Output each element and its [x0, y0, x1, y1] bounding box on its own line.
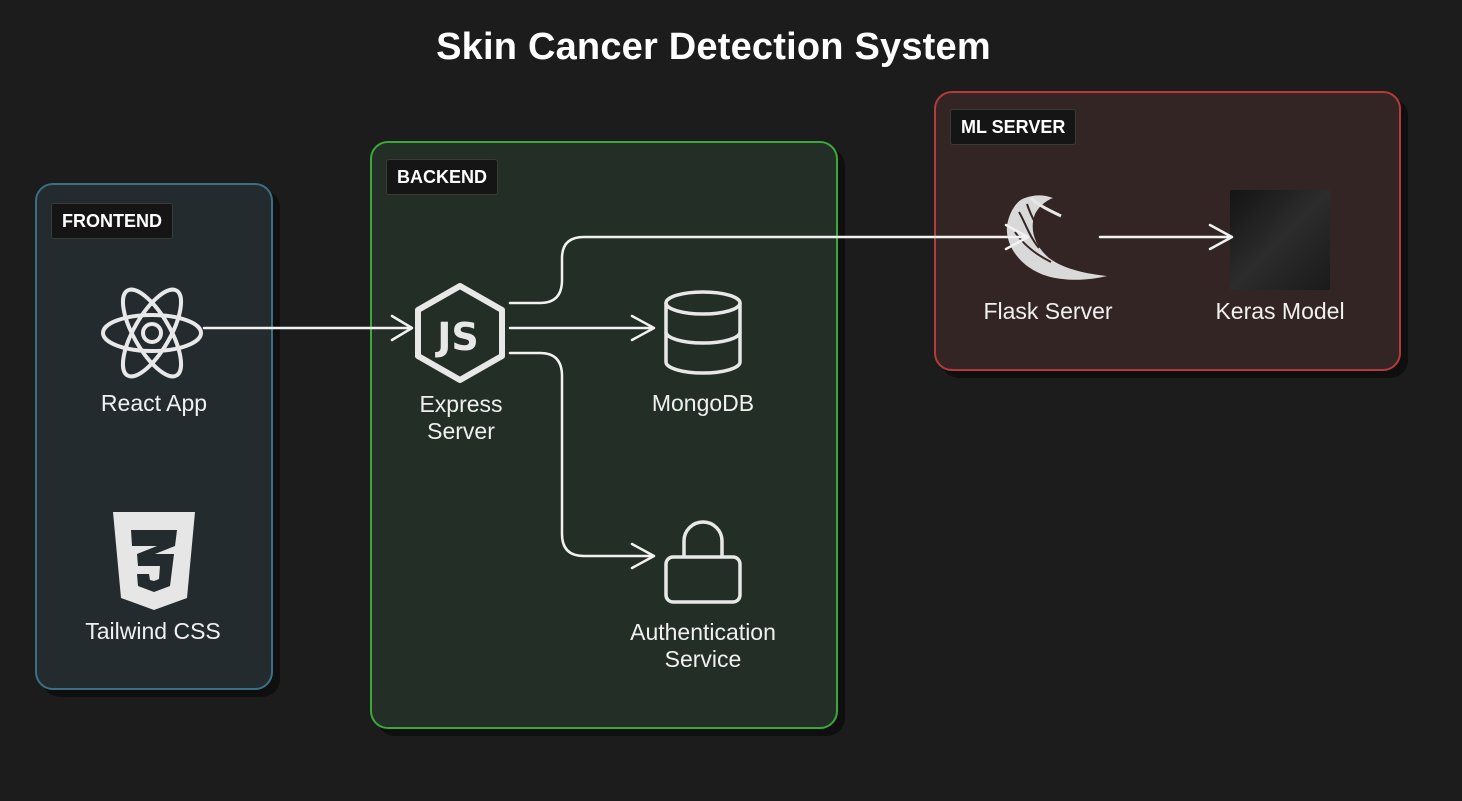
auth-service-label: Authentication Service [593, 619, 813, 673]
auth-label-line1: Authentication [630, 619, 776, 645]
edge-express-to-mongodb [508, 314, 656, 342]
tailwind-css-label: Tailwind CSS [85, 618, 221, 644]
lock-icon [664, 520, 742, 604]
mongodb-label: MongoDB [651, 390, 755, 416]
react-app-label: React App [100, 390, 208, 416]
react-icon [101, 287, 203, 379]
express-label-line1: Express [419, 391, 503, 417]
nodejs-icon: JS [415, 283, 505, 383]
database-icon [664, 290, 742, 375]
frontend-tag: FRONTEND [51, 203, 173, 239]
diagram-title: Skin Cancer Detection System [436, 26, 991, 68]
keras-model-label: Keras Model [1215, 298, 1345, 324]
css3-icon [113, 512, 195, 610]
edge-flask-to-keras [1098, 223, 1234, 251]
backend-group: BACKEND [370, 141, 838, 729]
edge-react-to-express [202, 314, 414, 342]
ml-server-tag: ML SERVER [950, 109, 1077, 145]
keras-icon [1230, 190, 1330, 290]
flask-icon [1006, 195, 1107, 280]
frontend-group: FRONTEND [35, 183, 273, 690]
express-label-line2: Server [427, 418, 495, 444]
backend-tag: BACKEND [386, 159, 498, 195]
svg-text:JS: JS [434, 315, 479, 359]
express-server-label: Express Server [381, 391, 541, 445]
edge-express-to-auth [508, 351, 656, 570]
flask-server-label: Flask Server [983, 298, 1113, 324]
auth-label-line2: Service [664, 646, 742, 672]
edge-express-to-flask [508, 223, 1030, 305]
